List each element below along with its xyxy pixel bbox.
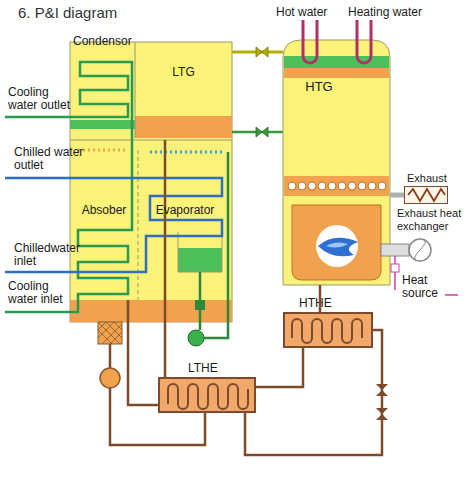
refrigerant-return-pipe: [204, 152, 228, 338]
absorber-section: Absober: [70, 142, 138, 300]
solution-pipe: [164, 140, 167, 377]
refrigerant-pan: [178, 248, 222, 272]
solution-pump: [100, 368, 120, 388]
node-label: HTHE: [299, 297, 332, 310]
htg-tube: [328, 182, 336, 190]
pipe-connector: [256, 348, 303, 387]
condensate-pipe: [232, 131, 283, 134]
shell-partition: [70, 140, 232, 141]
heating-water-tube: [357, 20, 371, 63]
pipe-connector: [128, 300, 158, 405]
outlet-nozzle: [98, 322, 122, 344]
heat-source-line: [445, 294, 458, 296]
furnace-opening: [316, 225, 358, 267]
htg-tube: [298, 182, 306, 190]
htg-liquid-layer: [284, 56, 389, 68]
htg-tube: [318, 182, 326, 190]
pipe-connector: [390, 193, 404, 198]
burner-flame-core: [326, 242, 348, 247]
htg-tube-row: [288, 182, 386, 190]
htg-tube: [348, 182, 356, 190]
heat-exchanger-coil: [292, 319, 362, 343]
htg-tube: [338, 182, 346, 190]
pipe-label: Cooling water outlet: [8, 86, 76, 112]
absorber-solution-band: [70, 300, 232, 322]
htg-solution-band: [284, 68, 389, 78]
ltg-solution-band: [135, 116, 232, 138]
htg-tube: [368, 182, 376, 190]
htg-tube: [358, 182, 366, 190]
pipe-connector: [319, 285, 322, 312]
condensate-layer: [70, 120, 135, 129]
fuel-valve: [391, 264, 399, 272]
node-label: LTHE: [188, 362, 218, 375]
htg-tube-band: [284, 176, 389, 196]
htg-shell: [283, 40, 390, 285]
chilled-water-coil: [5, 178, 222, 272]
refrigerant-filter: [195, 300, 205, 310]
ltg-section: LTG: [135, 42, 232, 116]
node-label: Absober: [70, 204, 138, 217]
pan-outline: [178, 232, 222, 272]
fan-blade: [415, 239, 426, 261]
heat-exchanger: HTHE: [283, 312, 373, 348]
evaporator-partition: [138, 150, 139, 300]
cooling-water-coil: [5, 62, 132, 312]
pipe-label: Hot water: [276, 6, 327, 19]
node-label: Evaporator: [138, 204, 232, 217]
refrigerant-spray: [150, 151, 222, 154]
fuel-line: [394, 256, 396, 290]
pipe-label: Chilled water outlet: [14, 146, 88, 172]
solution-pipe: [245, 330, 382, 455]
htg-tube: [378, 182, 386, 190]
node-label: HTG: [283, 80, 355, 93]
valve-symbol: [376, 384, 388, 396]
diagram-title: 6. P&I diagram: [18, 4, 117, 21]
pipe-label: Cooling water inlet: [8, 280, 76, 306]
pipe-label: Heat source: [402, 274, 448, 300]
exhaust-heat-exchanger: ExhaustExhaust heat exchanger: [404, 186, 448, 204]
exhaust-coil: [408, 189, 445, 201]
solution-spray: [78, 149, 128, 152]
pipe-connector: [232, 51, 283, 54]
solution-pipe: [109, 344, 112, 368]
hot-water-tube: [303, 20, 317, 63]
valve-symbol: [376, 408, 388, 420]
htg-vessel: HTG: [283, 40, 390, 285]
evaporator-section: Evaporator: [138, 142, 232, 300]
refrigerant-pump: [188, 330, 204, 346]
lower-shell: [70, 42, 232, 322]
node-caption: Exhaust heat exchanger: [397, 207, 463, 233]
condenser-section: Condensor: [70, 42, 135, 118]
burner-fan: [409, 239, 431, 261]
burner-flame: [318, 238, 358, 256]
pipe-label: Heating water: [348, 6, 422, 19]
burner-duct: [381, 244, 409, 256]
valve-symbol: [256, 47, 268, 57]
valve-symbol: [256, 127, 268, 137]
heat-exchanger-coil: [168, 384, 248, 409]
node-label: Exhaust: [407, 172, 447, 185]
heat-exchanger: LTHE: [158, 377, 256, 413]
pipe-label: Chilledwater inlet: [14, 242, 88, 268]
ltg-partition: [135, 42, 136, 138]
combustion-chamber: [292, 205, 381, 280]
node-label: LTG: [135, 66, 232, 79]
nozzle-hatch: [98, 322, 122, 344]
htg-tube: [288, 182, 296, 190]
node-label: Condensor: [73, 35, 132, 48]
htg-tube: [308, 182, 316, 190]
